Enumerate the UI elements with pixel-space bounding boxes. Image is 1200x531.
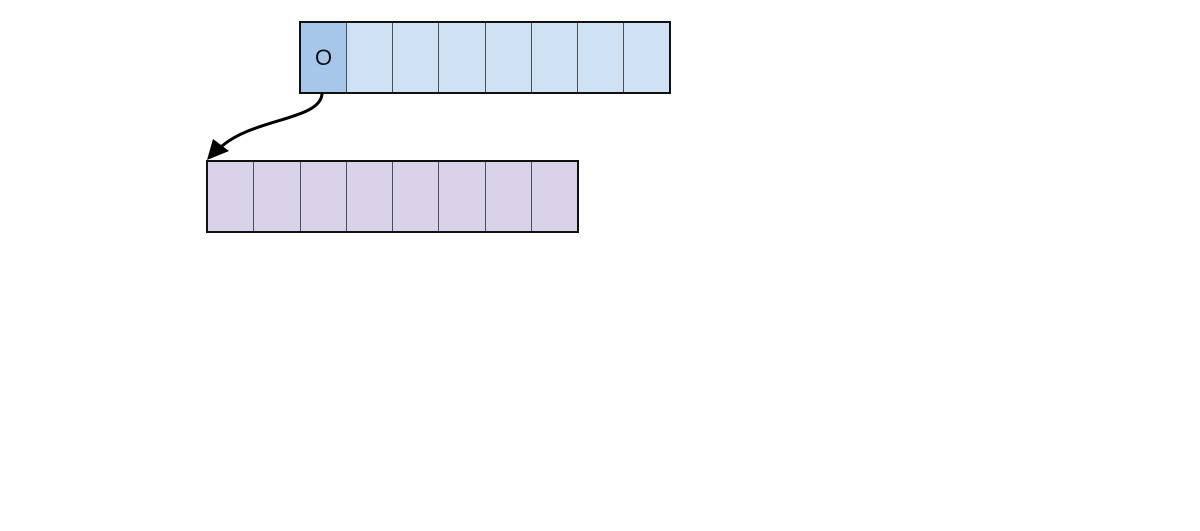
bottom-array-cell-3 bbox=[346, 162, 393, 231]
bottom-array-cell-2 bbox=[300, 162, 347, 231]
top-array: O bbox=[299, 21, 671, 94]
arrow-curve bbox=[220, 92, 324, 148]
bottom-array-cell-6 bbox=[485, 162, 532, 231]
bottom-array-cell-5 bbox=[439, 162, 486, 231]
top-array-cell-1 bbox=[347, 23, 394, 92]
top-array-cell-7 bbox=[623, 23, 669, 92]
arrowhead-icon bbox=[207, 139, 229, 160]
bottom-array-cell-7 bbox=[531, 162, 577, 231]
top-array-cell-5 bbox=[531, 23, 578, 92]
top-array-cell-3 bbox=[439, 23, 486, 92]
bottom-array-cell-0 bbox=[208, 162, 255, 231]
top-array-cell-0: O bbox=[301, 23, 348, 92]
top-array-cell-6 bbox=[577, 23, 624, 92]
top-array-cell-4 bbox=[485, 23, 532, 92]
bottom-array-cell-1 bbox=[254, 162, 301, 231]
top-array-cell-2 bbox=[393, 23, 440, 92]
bottom-array bbox=[206, 160, 579, 233]
bottom-array-cell-4 bbox=[393, 162, 440, 231]
